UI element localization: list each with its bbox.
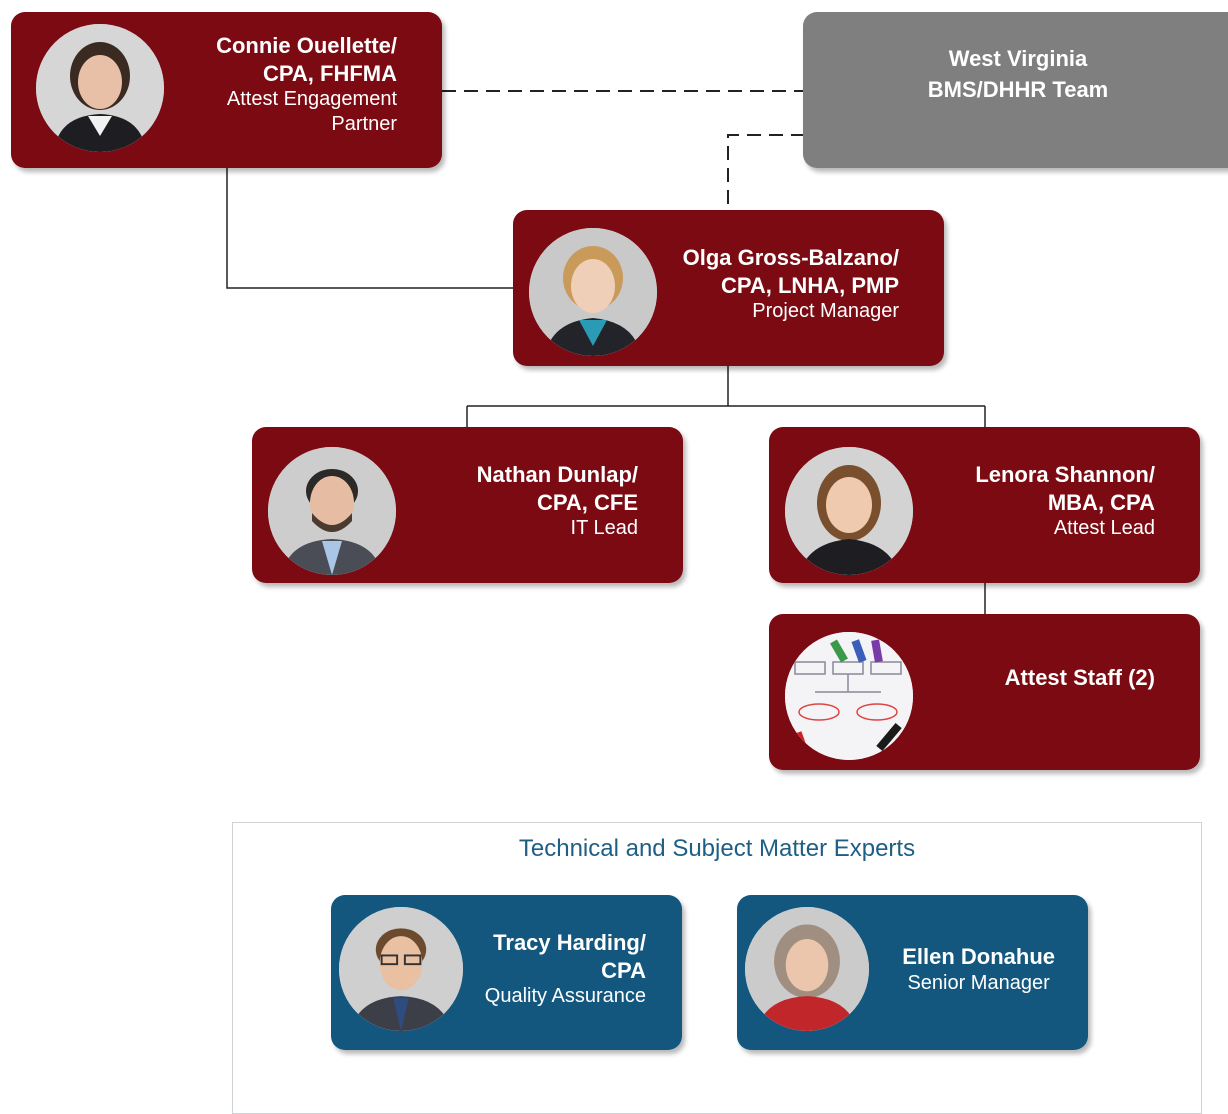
person-photo-icon (745, 907, 869, 1031)
person-role-cont: Partner (331, 113, 397, 135)
person-photo-icon (36, 24, 164, 152)
nathan-dunlap-card: Nathan Dunlap/ CPA, CFE IT Lead (252, 427, 683, 583)
person-photo-icon (529, 228, 657, 356)
connector-connie-olga (226, 168, 513, 289)
connie-photo (36, 24, 164, 152)
lenora-photo (785, 447, 913, 575)
tracy-text: Tracy Harding/ CPA Quality Assurance (485, 929, 646, 1009)
person-role: Senior Manager (907, 971, 1050, 994)
person-name: Olga Gross-Balzano/ (682, 245, 899, 270)
wv-line-1: West Virginia (948, 46, 1088, 71)
attest-staff-image (785, 632, 913, 760)
west-virginia-card: West Virginia BMS/DHHR Team (803, 12, 1228, 168)
person-credentials: CPA, LNHA, PMP (720, 272, 899, 298)
person-credentials: CPA (601, 957, 646, 983)
person-credentials: CPA, CFE (536, 489, 638, 515)
ellen-photo (745, 907, 869, 1031)
person-credentials: MBA, CPA (1047, 489, 1155, 515)
person-role: IT Lead (570, 517, 638, 539)
ellen-donahue-card: Ellen Donahue Senior Manager (737, 895, 1088, 1050)
person-name: Lenora Shannon/ (975, 462, 1155, 487)
person-role: Attest Engagement (226, 88, 397, 110)
olga-gross-balzano-card: Olga Gross-Balzano/ CPA, LNHA, PMP Proje… (513, 210, 944, 366)
flowchart-icon (785, 632, 913, 760)
wv-line-2: BMS/DHHR Team (927, 76, 1109, 102)
connie-text: Connie Ouellette/ CPA, FHFMA Attest Enga… (216, 32, 397, 137)
dashed-connector-wv-olga (727, 134, 805, 210)
person-credentials: CPA, FHFMA (262, 60, 397, 86)
connie-ouellette-card: Connie Ouellette/ CPA, FHFMA Attest Enga… (11, 12, 442, 168)
person-name: Ellen Donahue (902, 944, 1055, 969)
lenora-text: Lenora Shannon/ MBA, CPA Attest Lead (975, 461, 1155, 541)
staff-label: Attest Staff (2) (1004, 665, 1155, 690)
nathan-photo (268, 447, 396, 575)
wv-text: West Virginia BMS/DHHR Team (803, 44, 1228, 106)
attest-staff-card: Attest Staff (2) (769, 614, 1200, 770)
nathan-text: Nathan Dunlap/ CPA, CFE IT Lead (477, 461, 638, 541)
person-photo-icon (339, 907, 463, 1031)
olga-photo (529, 228, 657, 356)
person-photo-icon (268, 447, 396, 575)
attest-staff-text: Attest Staff (2) (1005, 664, 1155, 692)
tracy-harding-card: Tracy Harding/ CPA Quality Assurance (331, 895, 682, 1050)
person-name: Tracy Harding/ (493, 930, 646, 955)
ellen-text: Ellen Donahue Senior Manager (902, 943, 1055, 996)
person-role: Attest Lead (1053, 517, 1155, 539)
tracy-photo (339, 907, 463, 1031)
person-photo-icon (785, 447, 913, 575)
lenora-shannon-card: Lenora Shannon/ MBA, CPA Attest Lead (769, 427, 1200, 583)
person-name: Nathan Dunlap/ (476, 462, 638, 487)
experts-title: Technical and Subject Matter Experts (518, 835, 916, 862)
person-name: Connie Ouellette/ (216, 33, 397, 58)
olga-text: Olga Gross-Balzano/ CPA, LNHA, PMP Proje… (683, 244, 899, 324)
person-role: Quality Assurance (484, 985, 646, 1007)
person-role: Project Manager (752, 300, 899, 322)
